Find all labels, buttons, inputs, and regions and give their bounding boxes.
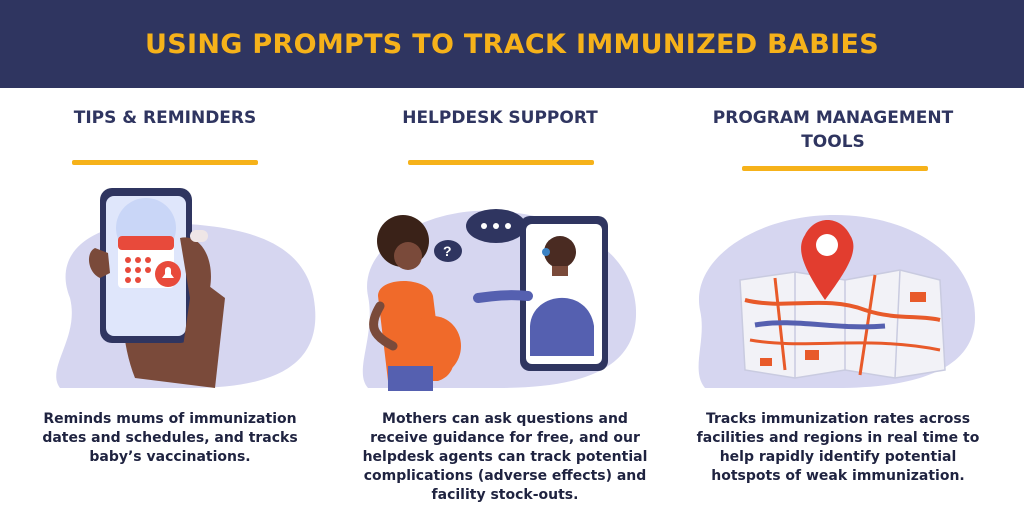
column-description: Reminds mums of immunization dates and s… [42,411,298,465]
column-helpdesk-support: HELPDESK SUPPORT [350,100,650,130]
column-description: Mothers can ask questions and receive gu… [362,411,648,503]
column-title: PROGRAM MANAGEMENT TOOLS [712,108,954,152]
column-tips-reminders: TIPS & REMINDERS [15,100,315,130]
map-location-pin-icon [698,215,976,388]
mother-helpdesk-video-call-icon: ? [362,209,637,391]
title-underline [408,160,594,165]
title-underline [742,166,928,171]
page-title: USING PROMPTS TO TRACK IMMUNIZED BABIES [145,28,879,60]
title-underline [72,160,258,165]
column-program-management-tools: PROGRAM MANAGEMENT TOOLS [683,100,983,154]
column-description: Tracks immunization rates across facilit… [696,411,980,484]
svg-text:?: ? [443,243,452,259]
header-banner: USING PROMPTS TO TRACK IMMUNIZED BABIES [0,0,1024,88]
column-title: TIPS & REMINDERS [73,108,257,128]
column-title: HELPDESK SUPPORT [402,108,598,128]
phone-calendar-reminder-icon [56,188,316,388]
